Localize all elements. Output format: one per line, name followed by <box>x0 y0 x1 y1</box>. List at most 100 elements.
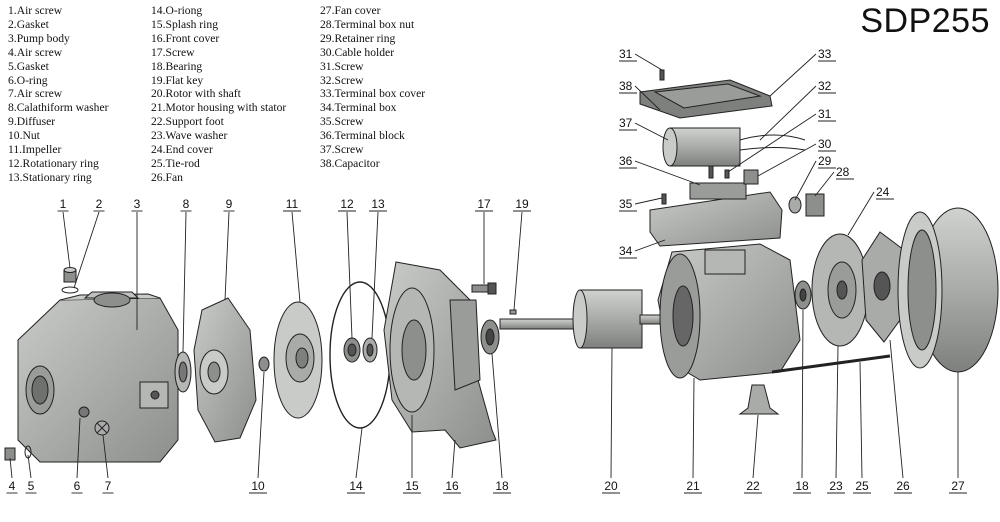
callout-number: 9 <box>226 197 233 211</box>
legend-item: 4.Air screw <box>8 45 63 59</box>
callout-29: 29 <box>794 154 836 201</box>
callout-number: 4 <box>9 479 16 493</box>
callout-number: 11 <box>286 197 299 211</box>
callout-2: 2 <box>73 197 105 289</box>
end-cover <box>811 233 869 347</box>
leader-line <box>371 211 379 339</box>
calathiform-washer <box>174 351 192 393</box>
legend-item: 3.Pump body <box>8 31 70 45</box>
callout-21: 21 <box>684 377 702 494</box>
leader-line <box>801 309 804 479</box>
leader-line <box>634 160 701 186</box>
callout-31: 31 <box>619 47 663 71</box>
callout-number: 25 <box>855 479 869 493</box>
callout-number: 26 <box>896 479 910 493</box>
leader-line <box>355 427 363 479</box>
fan-cover <box>897 207 999 373</box>
leader-line <box>610 347 613 479</box>
legend-item: 11.Impeller <box>8 143 62 157</box>
callout-number: 12 <box>340 197 354 211</box>
nut <box>258 356 270 372</box>
terminal-box-cover <box>639 79 773 119</box>
callout-number: 10 <box>251 479 265 493</box>
legend-item: 38.Capacitor <box>320 156 380 170</box>
leader-line <box>835 345 839 479</box>
leader-line <box>769 53 817 97</box>
leader-line <box>634 85 661 111</box>
callout-number: 32 <box>818 79 832 93</box>
callout-number: 34 <box>619 244 633 258</box>
callout-16: 16 <box>443 439 461 494</box>
callout-6: 6 <box>71 417 83 494</box>
leader-line <box>291 211 301 303</box>
callout-number: 29 <box>818 154 832 168</box>
leader-line <box>859 361 863 479</box>
air-screw-top <box>61 267 79 294</box>
callout-38: 38 <box>619 79 661 111</box>
leader-line <box>76 417 81 479</box>
callout-1: 1 <box>57 197 71 269</box>
pump-body <box>17 291 179 463</box>
leader-line <box>27 454 32 479</box>
leader-line <box>794 160 817 201</box>
callout-number: 27 <box>951 479 965 493</box>
legend-item: 22.Support foot <box>151 115 224 129</box>
callout-15: 15 <box>403 415 421 494</box>
callout-number: 28 <box>836 165 850 179</box>
callout-number: 24 <box>876 185 890 199</box>
capacitor <box>662 127 806 167</box>
callout-number: 16 <box>445 479 459 493</box>
callout-number: 5 <box>28 479 35 493</box>
screw-17 <box>471 282 497 295</box>
diffuser <box>193 297 257 443</box>
legend-item: 16.Front cover <box>151 31 220 45</box>
callout-30: 30 <box>757 137 836 177</box>
legend-item: 5.Gasket <box>8 59 49 73</box>
legend-item: 19.Flat key <box>151 73 204 87</box>
callout-12: 12 <box>338 197 356 339</box>
callout-33: 33 <box>769 47 836 97</box>
leader-line <box>346 211 353 339</box>
callout-number: 20 <box>604 479 618 493</box>
callout-number: 19 <box>515 197 529 211</box>
motor-housing <box>657 243 801 381</box>
callout-number: 1 <box>60 197 67 211</box>
callout-number: 8 <box>183 197 190 211</box>
legend-item: 9.Diffuser <box>8 115 56 129</box>
callout-number: 14 <box>349 479 363 493</box>
legend-item: 21.Motor housing with stator <box>151 101 287 115</box>
callout-number: 6 <box>74 479 81 493</box>
callout-number: 7 <box>105 479 112 493</box>
leader-line <box>9 457 13 479</box>
bearing-rear <box>794 280 812 310</box>
callout-31: 31 <box>727 107 836 173</box>
callout-7: 7 <box>102 434 114 494</box>
leader-line <box>847 191 875 236</box>
legend-item: 8.Calathiform washer <box>8 101 109 115</box>
leader-line <box>889 339 904 479</box>
legend-item: 31.Screw <box>320 59 364 73</box>
front-cover <box>383 261 497 449</box>
callout-24: 24 <box>847 185 894 236</box>
legend-item: 28.Terminal box nut <box>320 17 415 31</box>
bearing-front <box>480 319 500 355</box>
callout-number: 37 <box>619 116 633 130</box>
seal-rings <box>343 337 378 363</box>
callout-9: 9 <box>223 197 235 301</box>
leader-line <box>451 439 456 479</box>
callout-23: 23 <box>827 345 845 494</box>
o-ring <box>329 281 391 429</box>
callout-20: 20 <box>602 347 620 494</box>
callout-number: 30 <box>818 137 832 151</box>
callout-22: 22 <box>744 414 762 494</box>
callout-number: 33 <box>818 47 832 61</box>
callout-number: 23 <box>829 479 843 493</box>
fan <box>861 231 907 343</box>
leader-line <box>224 211 230 301</box>
leader-line <box>634 53 663 71</box>
callout-32: 32 <box>759 79 836 141</box>
legend-item: 26.Fan <box>151 170 183 184</box>
